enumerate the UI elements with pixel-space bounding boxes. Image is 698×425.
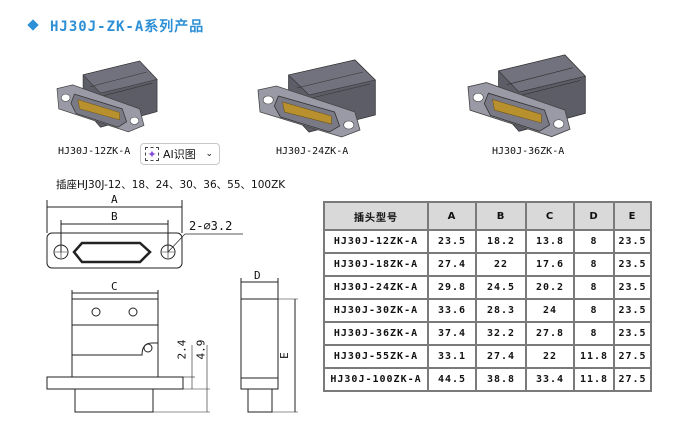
- product-label-12zk: HJ30J-12ZK-A: [58, 146, 131, 157]
- table-cell: 20.2: [525, 275, 575, 300]
- section-title: HJ30J-ZK-A系列产品: [50, 19, 205, 35]
- ai-sparkle-icon: ✦: [145, 147, 159, 161]
- table-cell: 8: [573, 252, 615, 277]
- dim-2-4-label: 2.4: [175, 339, 189, 360]
- table-cell: HJ30J-18ZK-A: [323, 252, 429, 277]
- table-cell: 33.6: [427, 298, 477, 323]
- hole-dim-label: 2-∅3.2: [189, 219, 233, 233]
- dimension-drawing: [46, 200, 298, 413]
- table-cell: 38.8: [475, 367, 527, 392]
- table-cell: 27.5: [613, 367, 652, 392]
- table-cell: HJ30J-100ZK-A: [323, 367, 429, 392]
- dim-a-label: A: [111, 193, 118, 206]
- table-cell: HJ30J-30ZK-A: [323, 298, 429, 323]
- table-cell: 11.8: [573, 344, 615, 369]
- product-image-12zk: [56, 60, 158, 133]
- table-cell: HJ30J-36ZK-A: [323, 321, 429, 346]
- col-header-a: A: [427, 201, 477, 231]
- table-cell: 23.5: [613, 275, 652, 300]
- chevron-down-icon[interactable]: ⌄: [205, 149, 213, 159]
- ai-image-recognition-button[interactable]: ✦ AI识图 ⌄: [140, 143, 220, 165]
- table-cell: 27.4: [475, 344, 527, 369]
- table-cell: 33.1: [427, 344, 477, 369]
- product-image-24zk: [257, 59, 376, 138]
- table-cell: 23.5: [613, 298, 652, 323]
- col-header-c: C: [525, 201, 575, 231]
- socket-series-caption: 插座HJ30J-12、18、24、30、36、55、100ZK: [56, 179, 286, 191]
- table-header-row: 插头型号 A B C D E: [323, 201, 652, 231]
- table-cell: 44.5: [427, 367, 477, 392]
- table-cell: 33.4: [525, 367, 575, 392]
- product-images: [56, 54, 586, 138]
- ai-button-label: AI识图: [163, 148, 196, 161]
- table-cell: 18.2: [475, 229, 527, 254]
- table-cell: 8: [573, 298, 615, 323]
- dim-d-label: D: [254, 269, 261, 282]
- product-label-36zk: HJ30J-36ZK-A: [492, 146, 565, 157]
- table-cell: HJ30J-24ZK-A: [323, 275, 429, 300]
- table-cell: 8: [573, 321, 615, 346]
- table-cell: 22: [475, 252, 527, 277]
- table-cell: 27.8: [525, 321, 575, 346]
- table-cell: 27.5: [613, 344, 652, 369]
- col-header-e: E: [613, 201, 652, 231]
- col-header-d: D: [573, 201, 615, 231]
- table-cell: 17.6: [525, 252, 575, 277]
- col-header-b: B: [475, 201, 527, 231]
- table-cell: 23.5: [613, 321, 652, 346]
- table-cell: 29.8: [427, 275, 477, 300]
- table-cell: HJ30J-12ZK-A: [323, 229, 429, 254]
- table-cell: 27.4: [427, 252, 477, 277]
- table-cell: 24: [525, 298, 575, 323]
- table-cell: 13.8: [525, 229, 575, 254]
- table-cell: 23.5: [613, 229, 652, 254]
- table-cell: 24.5: [475, 275, 527, 300]
- table-cell: HJ30J-55ZK-A: [323, 344, 429, 369]
- dim-4-9-label: 4.9: [194, 339, 208, 360]
- table-cell: 8: [573, 275, 615, 300]
- table-cell: 32.2: [475, 321, 527, 346]
- table-cell: 11.8: [573, 367, 615, 392]
- col-header-model: 插头型号: [323, 201, 429, 231]
- table-cell: 22: [525, 344, 575, 369]
- table-cell: 37.4: [427, 321, 477, 346]
- table-cell: 8: [573, 229, 615, 254]
- table-cell: 23.5: [613, 252, 652, 277]
- product-label-24zk: HJ30J-24ZK-A: [276, 146, 349, 157]
- dim-e-label: E: [277, 352, 291, 359]
- dim-c-label: C: [111, 280, 118, 293]
- table-cell: 28.3: [475, 298, 527, 323]
- dim-b-label: B: [111, 210, 118, 223]
- table-cell: 23.5: [427, 229, 477, 254]
- product-image-36zk: [467, 54, 586, 138]
